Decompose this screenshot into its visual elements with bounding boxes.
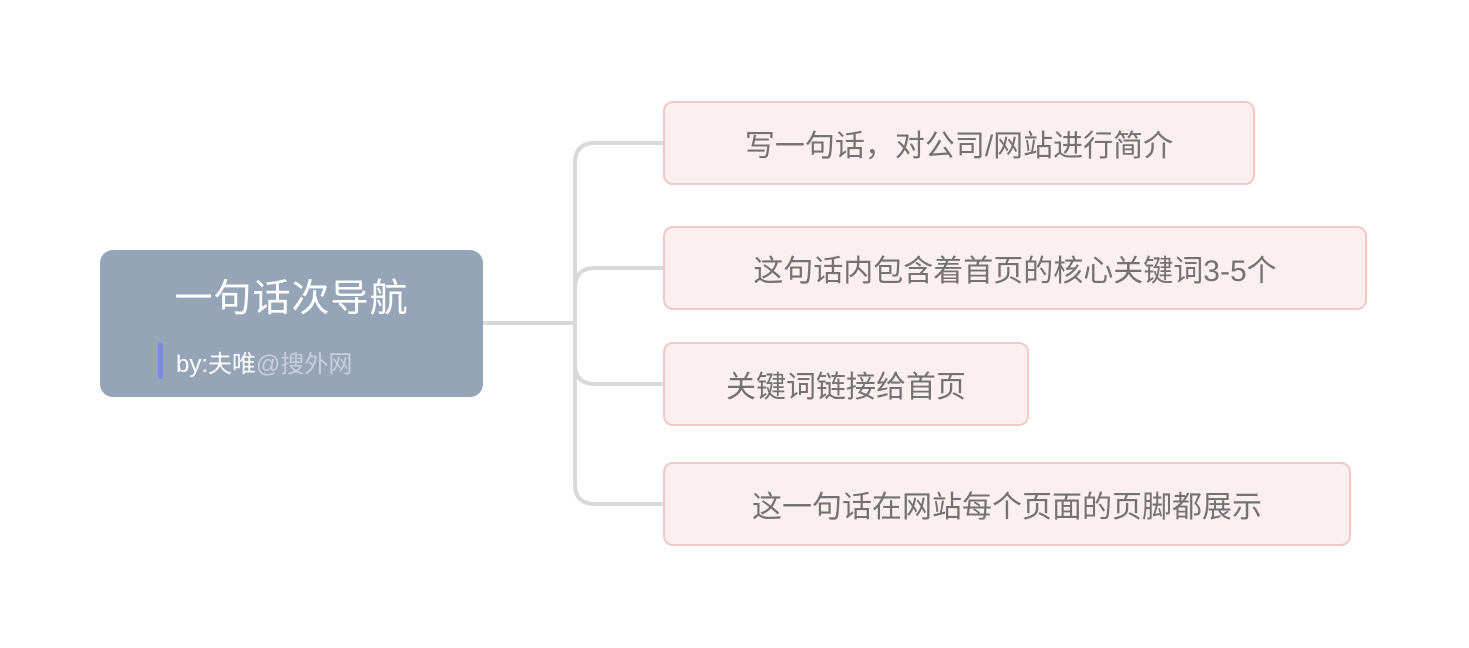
child-node-label: 写一句话，对公司/网站进行简介 <box>744 130 1174 163</box>
connector-branch-3 <box>573 321 665 386</box>
subtitle-author-text: by:夫唯 <box>176 350 257 378</box>
root-node[interactable]: 一句话次导航 by:夫唯@搜外网 <box>100 250 483 397</box>
child-node-label: 关键词链接给首页 <box>726 371 966 404</box>
child-node-footer-display[interactable]: 这一句话在网站每个页面的页脚都展示 <box>663 462 1351 546</box>
root-node-subtitle: by:夫唯@搜外网 <box>158 342 352 380</box>
root-node-title: 一句话次导航 <box>174 278 409 320</box>
child-node-core-keywords[interactable]: 这句话内包含着首页的核心关键词3-5个 <box>663 226 1367 310</box>
child-node-intro-sentence[interactable]: 写一句话，对公司/网站进行简介 <box>663 101 1255 185</box>
child-node-label: 这句话内包含着首页的核心关键词3-5个 <box>753 255 1277 288</box>
subtitle-site-text: @搜外网 <box>256 350 353 378</box>
child-node-keyword-links[interactable]: 关键词链接给首页 <box>663 342 1029 426</box>
connector-branch-2 <box>573 266 665 325</box>
child-node-label: 这一句话在网站每个页面的页脚都展示 <box>752 491 1262 524</box>
subtitle-accent-bar <box>158 343 163 379</box>
connector-branch-4 <box>573 321 665 506</box>
connector-branch-1 <box>573 141 665 325</box>
